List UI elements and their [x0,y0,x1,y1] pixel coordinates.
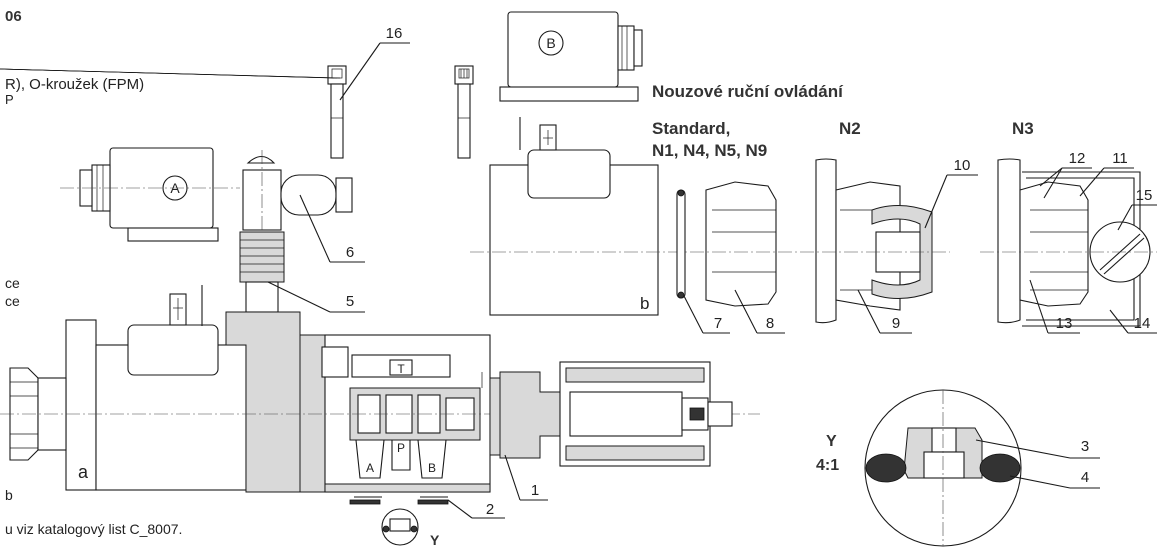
n2-heading: N2 [839,119,861,138]
override-n2 [800,158,950,324]
screw-16-right [454,65,474,159]
callout-10: 10 [954,157,971,174]
callout-2: 2 [486,501,494,518]
callout-3: 3 [1081,438,1089,455]
connector-a: A [60,147,240,242]
note-c: b [5,487,13,503]
knob-8 [690,181,800,307]
section-mark-y: Y [349,496,449,547]
callout-16: 16 [386,25,403,42]
connector-b-label: B [546,35,555,51]
coil-b-side-label: b [640,294,649,313]
note-a: ce [5,275,20,291]
valve-body: T P A B [0,311,760,493]
callout-11: 11 [1112,150,1128,167]
header-fragment: 06 [5,8,22,25]
solenoid-a: a [9,285,247,491]
section-mark-y-label: Y [430,532,440,547]
callout-14: 14 [1134,315,1151,332]
callout-4: 4 [1081,469,1089,486]
standard-heading: Standard, [652,119,730,138]
detail-y-name: Y [826,433,837,450]
solenoid-a-side-label: a [78,462,89,482]
port-b-label: B [428,461,436,475]
seal-note: R), O-kroužek (FPM) [5,76,144,93]
detail-y: Y 4:1 [816,389,1022,547]
standard-variants: N1, N4, N5, N9 [652,141,767,160]
port-a-label: A [366,461,374,475]
callout-5: 5 [346,293,354,310]
override-n3 [980,158,1157,327]
callout-1: 1 [531,482,539,499]
callout-7: 7 [714,315,722,332]
callout-12: 12 [1069,150,1086,167]
callout-8: 8 [766,315,774,332]
oring-7 [676,189,686,299]
emergency-heading: Nouzové ruční ovládání [652,82,844,101]
seal-note-tail: P [5,92,14,107]
detail-y-scale: 4:1 [816,457,839,474]
coil-b: b [470,117,690,316]
footer-note: u viz katalogový list C_8007. [5,521,182,537]
callout-15: 15 [1136,187,1153,204]
n3-heading: N3 [1012,119,1034,138]
port-p-label: P [397,441,405,455]
callout-6: 6 [346,244,354,261]
callout-9: 9 [892,315,900,332]
callout-13: 13 [1056,315,1073,332]
connector-b: B [499,11,643,102]
solenoid-b-section [489,361,733,467]
port-t-label: T [397,362,405,376]
screw-16-left [0,65,347,159]
note-b: ce [5,293,20,309]
